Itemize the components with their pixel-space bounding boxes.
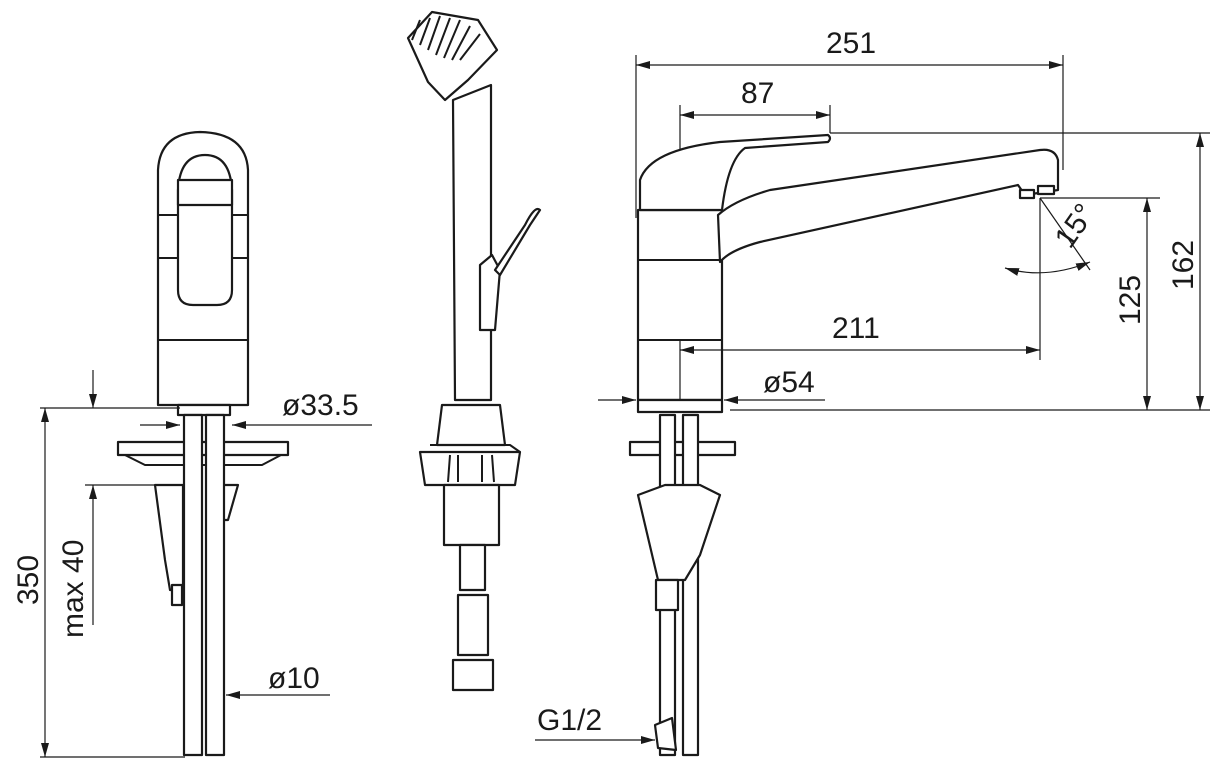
label-overall-length: 251 [826, 27, 876, 60]
label-spout-reach: 211 [832, 312, 880, 345]
front-view [116, 130, 290, 757]
label-max-counter-thickness: max 40 [57, 540, 90, 638]
label-total-height: 162 [1167, 240, 1200, 290]
label-shank-diameter: ø10 [268, 662, 320, 695]
label-body-diameter: ø33.5 [282, 389, 359, 422]
label-base-diameter: ø54 [763, 366, 815, 399]
side-view [406, 10, 542, 692]
label-lever-length: 87 [741, 77, 774, 110]
dimensioned-side-view [628, 133, 1060, 757]
dimension-lines [40, 55, 1210, 758]
label-hose-length: 350 [12, 555, 45, 605]
dimension-labels: 251 87 162 125 15° 211 ø54 ø33.5 350 max… [12, 27, 1200, 737]
label-spout-height: 125 [1114, 275, 1147, 325]
label-connection-thread: G1/2 [537, 704, 602, 737]
label-swivel-angle: 15° [1049, 198, 1102, 254]
